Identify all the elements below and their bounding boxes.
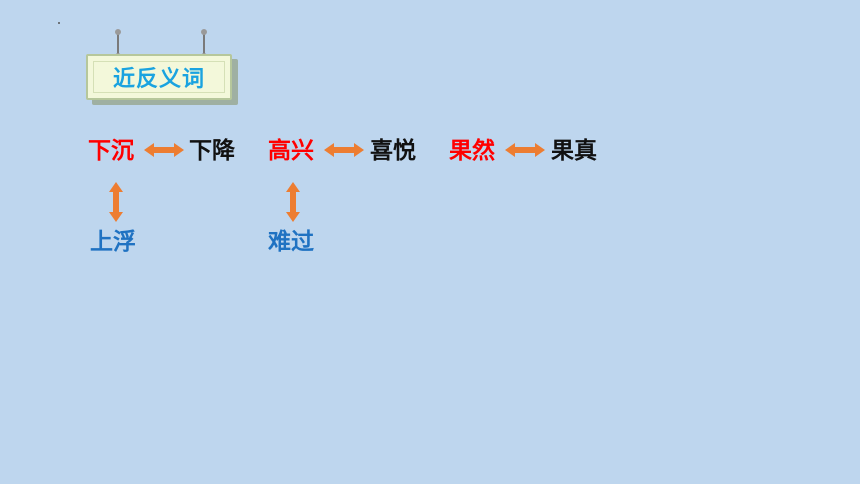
synonym-xiyue: 喜悦 (370, 138, 416, 164)
synonym-xiajiang: 下降 (189, 138, 235, 164)
antonym-shangfu: 上浮 (90, 229, 136, 255)
sign-title: 近反义词 (112, 67, 205, 92)
sign-hook-right (201, 29, 207, 59)
synonym-arrow-2 (324, 143, 364, 157)
antonym-arrow-2 (286, 182, 300, 222)
synonym-arrow-3 (505, 143, 545, 157)
word-gaoxing: 高兴 (268, 138, 314, 164)
word-xiachen: 下沉 (88, 138, 134, 164)
antonym-arrow-1 (109, 182, 123, 222)
synonym-guozhen: 果真 (551, 138, 597, 164)
stray-dot (58, 22, 60, 24)
synonym-arrow-1 (144, 143, 184, 157)
antonym-nanguo: 难过 (268, 229, 314, 255)
title-sign: 近反义词 (86, 54, 232, 100)
sign-inner-border (93, 61, 225, 93)
word-guoran: 果然 (449, 138, 495, 164)
sign-hook-left (115, 29, 121, 59)
